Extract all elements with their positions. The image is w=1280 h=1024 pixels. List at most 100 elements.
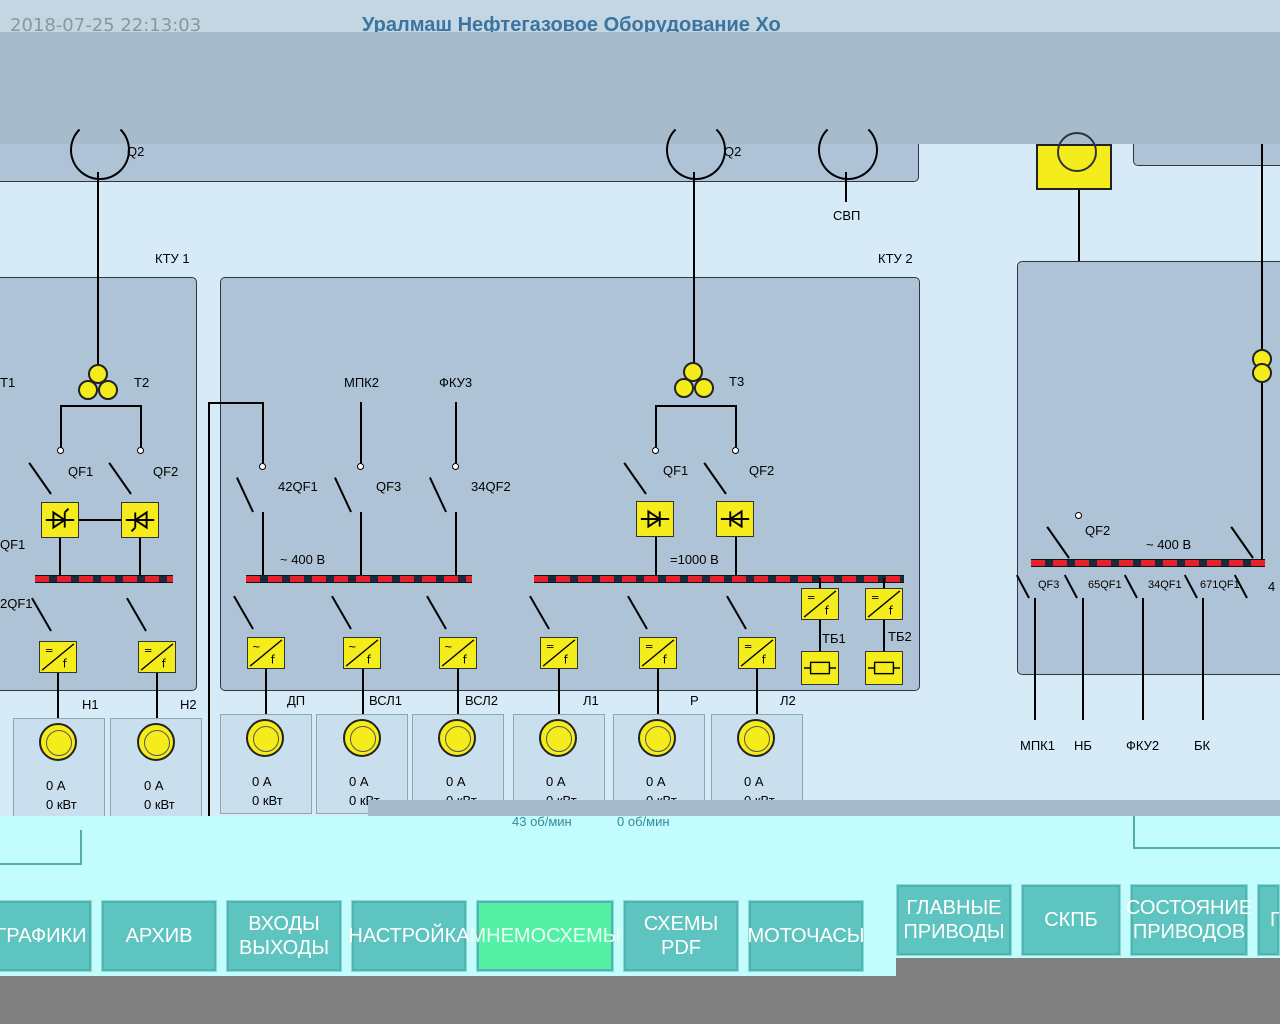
motor-power: 0 кВт bbox=[46, 797, 77, 812]
svg-text:=: = bbox=[807, 592, 816, 604]
line bbox=[1261, 144, 1263, 349]
nav-button-drive-state[interactable]: СОСТОЯНИЕ ПРИВОДОВ bbox=[1126, 884, 1252, 956]
ktu2-qf1-label: QF1 bbox=[663, 463, 689, 478]
line bbox=[657, 669, 659, 719]
ktu2-feeder-line bbox=[693, 172, 695, 366]
line bbox=[655, 537, 657, 577]
overlay-strip bbox=[368, 800, 1280, 816]
nav-button-graphs[interactable]: ГРАФИКИ bbox=[0, 900, 92, 972]
dc-converter-icon[interactable]: =f bbox=[540, 637, 578, 669]
t1-label: Т1 bbox=[0, 375, 16, 390]
motor-current: 0 А bbox=[46, 778, 66, 793]
ktu1-qf1-label: QF1 bbox=[68, 464, 94, 479]
converter-icon[interactable]: =f bbox=[39, 641, 77, 673]
transformer-t3-icon-b bbox=[674, 378, 694, 398]
svg-text:f: f bbox=[564, 653, 569, 666]
ac-converter-icon[interactable]: ~f bbox=[343, 637, 381, 669]
line bbox=[139, 538, 141, 578]
ktu1-branch bbox=[60, 405, 142, 447]
tb1-label: ТБ1 bbox=[822, 631, 846, 646]
line bbox=[1082, 598, 1084, 720]
tb2-label: ТБ2 bbox=[888, 629, 912, 644]
node bbox=[452, 463, 459, 470]
motor-current: 0 А bbox=[646, 774, 666, 789]
nav-button-io[interactable]: ВХОДЫ ВЫХОДЫ bbox=[226, 900, 342, 972]
q2-right-switch-icon[interactable] bbox=[666, 120, 726, 180]
brake-converter-icon[interactable]: =f bbox=[865, 588, 903, 620]
transformer-t3-icon[interactable] bbox=[683, 362, 703, 382]
svg-text:f: f bbox=[271, 653, 276, 666]
motor-icon bbox=[343, 719, 381, 757]
motor-current: 0 А bbox=[546, 774, 566, 789]
line bbox=[208, 402, 210, 816]
ac-converter-icon[interactable]: ~f bbox=[247, 637, 285, 669]
line bbox=[362, 669, 364, 719]
node bbox=[652, 447, 659, 454]
right-load-fku2: ФКУ2 bbox=[1126, 738, 1160, 753]
svg-text:f: f bbox=[463, 653, 468, 666]
node bbox=[357, 463, 364, 470]
h1-label: Н1 bbox=[82, 697, 99, 712]
svg-text:=: = bbox=[144, 645, 153, 657]
node bbox=[259, 463, 266, 470]
aux-bus-voltage: ~ 400 В bbox=[280, 552, 326, 567]
ktu2-title: КТУ 2 bbox=[878, 251, 913, 266]
right-qf2-label: QF2 bbox=[1085, 523, 1111, 538]
nav-button-settings[interactable]: НАСТРОЙКА bbox=[348, 900, 470, 972]
transformer-icon-b bbox=[1252, 363, 1272, 383]
motor-icon bbox=[39, 723, 77, 761]
svp-switch-icon[interactable] bbox=[818, 120, 878, 180]
thyristor-icon[interactable] bbox=[121, 502, 159, 538]
ktu2-panel bbox=[220, 277, 920, 691]
nav-button-archive[interactable]: АРХИВ bbox=[101, 900, 217, 972]
thyristor-icon[interactable] bbox=[41, 502, 79, 538]
right-4-label: 4 bbox=[1268, 579, 1276, 594]
node bbox=[732, 447, 739, 454]
line bbox=[735, 537, 737, 577]
nav-button-mnemo[interactable]: МНЕМОСХЕМЫ bbox=[469, 900, 621, 972]
svg-text:f: f bbox=[162, 657, 167, 670]
t2-label: Т2 bbox=[134, 375, 150, 390]
right-panel bbox=[1017, 261, 1280, 675]
line bbox=[262, 402, 264, 464]
thyristor-icon[interactable] bbox=[636, 501, 674, 537]
svg-text:=: = bbox=[546, 641, 555, 653]
converter-icon[interactable]: =f bbox=[138, 641, 176, 673]
line bbox=[1034, 598, 1036, 720]
line bbox=[819, 578, 821, 588]
brake-resistor-icon[interactable] bbox=[865, 651, 903, 685]
dc-converter-icon[interactable]: =f bbox=[639, 637, 677, 669]
brake-resistor-icon[interactable] bbox=[801, 651, 839, 685]
line bbox=[756, 669, 758, 719]
right-34qf1-label: 34QF1 bbox=[1148, 579, 1182, 591]
ac-converter-icon[interactable]: ~f bbox=[439, 637, 477, 669]
bottom-gray bbox=[0, 976, 1280, 1024]
ktu1-qf2-label: QF2 bbox=[153, 464, 179, 479]
line bbox=[819, 620, 821, 652]
generator-icon[interactable] bbox=[1036, 132, 1112, 190]
nav-button-hours[interactable]: МОТОЧАСЫ bbox=[747, 900, 865, 972]
nav-button-skpb[interactable]: СКПБ bbox=[1021, 884, 1121, 956]
qf3-label: QF3 bbox=[376, 479, 402, 494]
datetime: 2018-07-25 22:13:03 bbox=[10, 15, 202, 36]
right-65qf1-label: 65QF1 bbox=[1088, 579, 1122, 591]
brake-converter-icon[interactable]: =f bbox=[801, 588, 839, 620]
ktu2-qf2-label: QF2 bbox=[749, 463, 775, 478]
motor-current: 0 А bbox=[252, 774, 272, 789]
load-label-vsl2: ВСЛ2 bbox=[465, 693, 498, 708]
q2-left-switch-icon[interactable] bbox=[70, 120, 130, 180]
load-label-vsl1: ВСЛ1 bbox=[369, 693, 402, 708]
right-load-bk: БК bbox=[1194, 738, 1211, 753]
nav-button-more[interactable]: Г bbox=[1257, 884, 1280, 956]
thyristor-icon[interactable] bbox=[716, 501, 754, 537]
svg-text:~: ~ bbox=[252, 641, 261, 653]
dc-converter-icon[interactable]: =f bbox=[738, 637, 776, 669]
svg-text:f: f bbox=[63, 657, 68, 670]
nav-button-main-drives[interactable]: ГЛАВНЫЕ ПРИВОДЫ bbox=[896, 884, 1012, 956]
motor-power: 0 кВт bbox=[252, 793, 283, 808]
page-title: Уралмаш Нефтегазовое Оборудование Хо bbox=[362, 14, 781, 36]
svp-line bbox=[845, 172, 847, 202]
node bbox=[137, 447, 144, 454]
transformer-t2-icon[interactable] bbox=[88, 364, 108, 384]
nav-button-schemes[interactable]: СХЕМЫ PDF bbox=[623, 900, 739, 972]
